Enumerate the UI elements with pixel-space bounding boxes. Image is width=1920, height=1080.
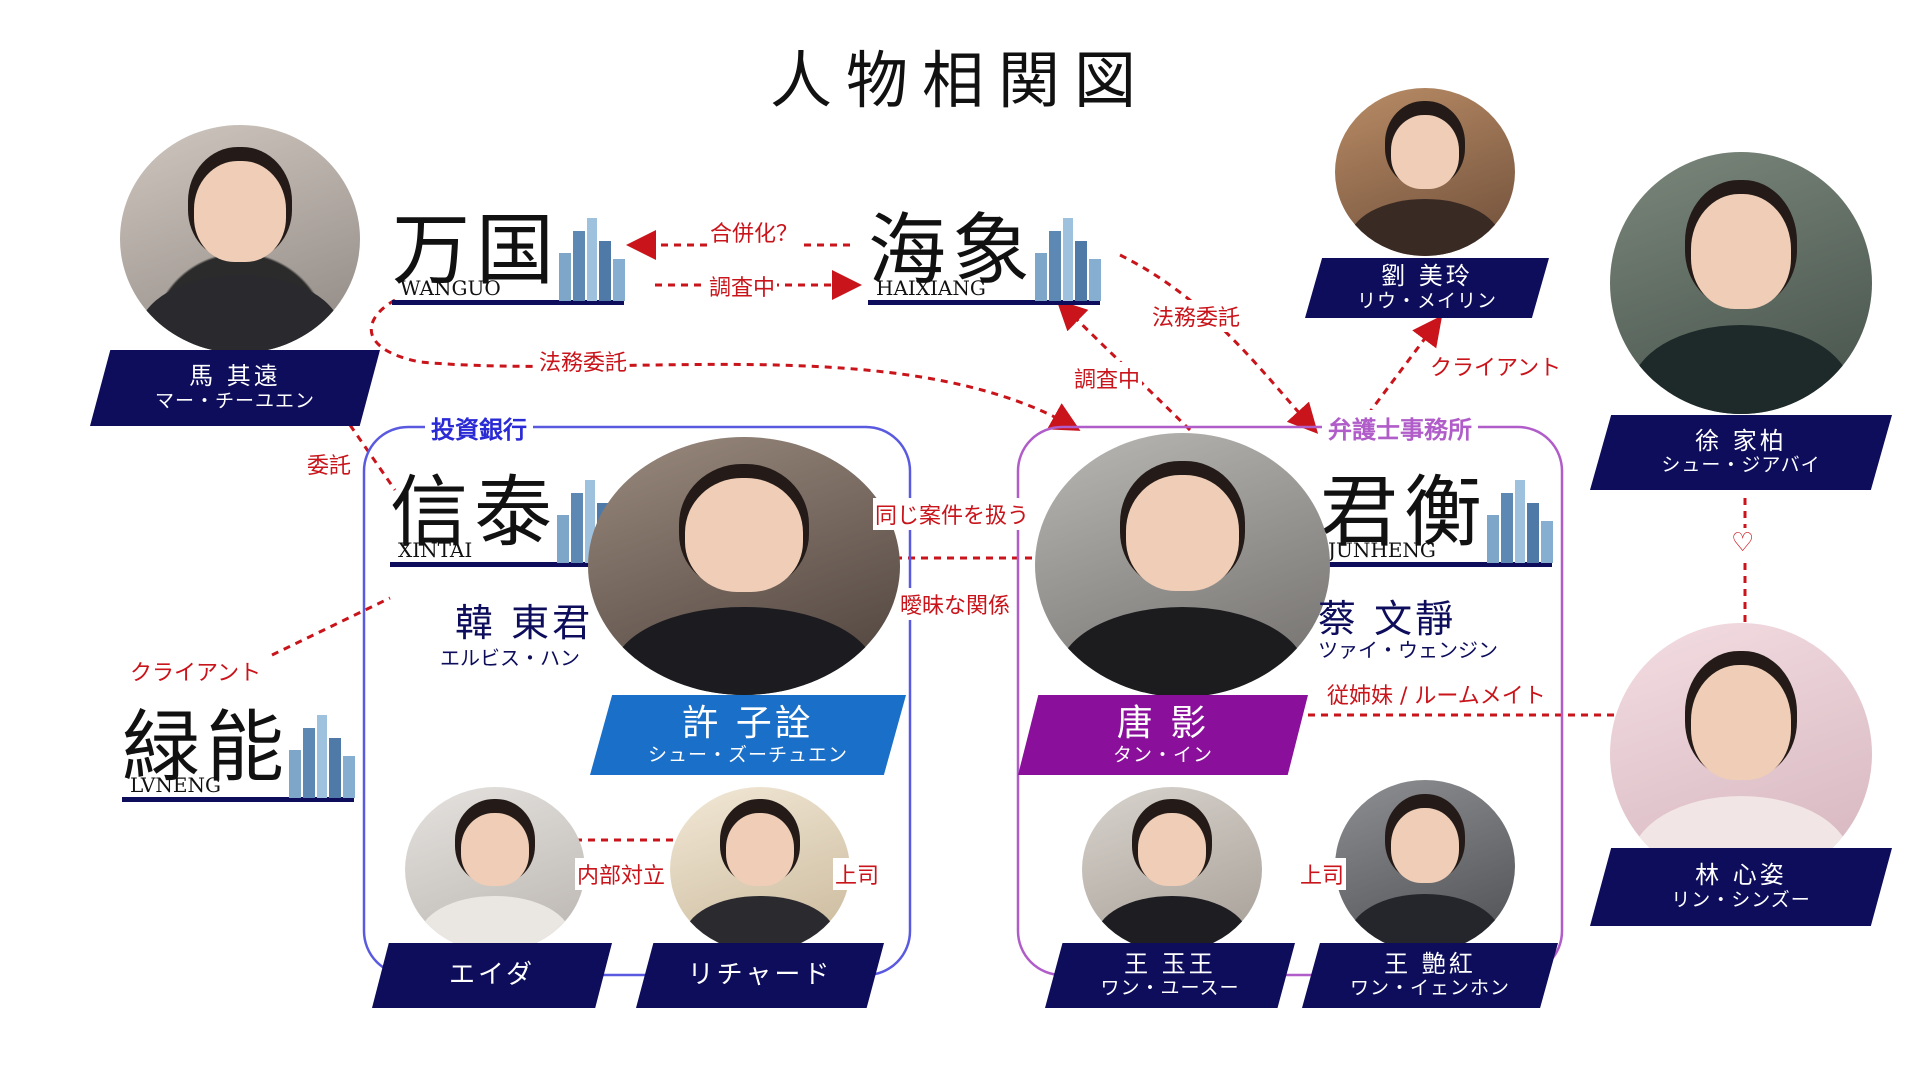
company-xintai-name: 信泰: [390, 468, 559, 558]
name-wang-yuwang: 王 玉王: [1124, 949, 1216, 978]
tag-xu-ziquan: 許 子詮 シュー・ズーチュエン: [590, 695, 906, 775]
name-xu-ziquan: 許 子詮: [682, 703, 814, 745]
reading-cai-wenjing: ツァイ・ウェンジン: [1318, 638, 1498, 662]
reading-ma-qiyuan: マー・チーユエン: [154, 389, 315, 412]
portrait-liu-meiling: [1335, 88, 1515, 256]
company-wanguo-name: 万国: [392, 206, 561, 296]
relation-boss-2: 上司: [1298, 858, 1347, 890]
relation-same-case: 同じ案件を扱う: [873, 498, 1032, 530]
city-skyline-icon: [289, 715, 355, 798]
portrait-xu-jiabai: [1610, 152, 1872, 414]
name-ma-qiyuan: 馬 其遠: [189, 362, 281, 391]
tag-lin-xinzi: 林 心姿 リン・シンズー: [1590, 848, 1892, 926]
name-xu-jiabai: 徐 家柏: [1695, 426, 1787, 455]
tag-wang-yanhong: 王 艶紅 ワン・イェンホン: [1302, 943, 1558, 1008]
heart-icon: ♡: [1731, 528, 1755, 558]
tag-richard: リチャード: [636, 943, 884, 1008]
relation-internal-conflict: 内部対立: [575, 858, 668, 890]
legal-arrow-wanguo: [369, 298, 1081, 431]
investigating-arrow-2: [1056, 299, 1192, 432]
name-tang-ying: 唐 影: [1116, 703, 1210, 745]
portrait-aida: [405, 787, 585, 952]
company-lvneng-name: 緑能: [122, 703, 291, 793]
name-richard: リチャード: [687, 959, 833, 990]
relation-investigating-1: 調査中: [707, 270, 778, 302]
relation-legal-2: 法務委託: [1150, 300, 1243, 332]
relation-investigating-2: 調査中: [1072, 362, 1143, 394]
company-haixiang-roman: HAIXIANG: [876, 276, 986, 300]
city-skyline-icon: [1487, 480, 1553, 563]
reading-han-dongjun: エルビス・ハン: [440, 646, 580, 670]
tag-wang-yuwang: 王 玉王 ワン・ユースー: [1045, 943, 1295, 1008]
relation-client-1: クライアント: [1428, 350, 1564, 382]
page-title: 人物相関図: [769, 44, 1150, 117]
legal-arrow-haixiang: [1119, 253, 1319, 434]
reading-lin-xinzi: リン・シンズー: [1671, 888, 1811, 911]
portrait-xu-ziquan: [588, 437, 900, 695]
client-line-lvneng: [271, 596, 391, 657]
client-arrow-liu: [1358, 315, 1443, 426]
portrait-lin-xinzi: [1610, 623, 1872, 885]
name-han-dongjun: 韓 東君: [455, 601, 594, 645]
reading-xu-ziquan: シュー・ズーチュエン: [647, 743, 848, 766]
portrait-wang-yuwang: [1082, 787, 1262, 952]
portrait-wang-yanhong: [1335, 780, 1515, 952]
reading-tang-ying: タン・イン: [1112, 743, 1213, 766]
company-haixiang-name: 海象: [868, 206, 1037, 296]
commission-line: [348, 424, 397, 491]
name-lin-xinzi: 林 心姿: [1695, 861, 1787, 890]
relation-boss-1: 上司: [833, 858, 882, 890]
reading-wang-yuwang: ワン・ユースー: [1100, 977, 1240, 1000]
tag-liu-meiling: 劉 美玲 リウ・メイリン: [1305, 258, 1549, 318]
name-cai-wenjing: 蔡 文靜: [1318, 597, 1457, 641]
tag-ma-qiyuan: 馬 其遠 マー・チーユエン: [90, 350, 380, 426]
relation-ambiguous: 曖昧な関係: [898, 588, 1013, 620]
tag-aida: エイダ: [372, 943, 612, 1008]
company-wanguo-roman: WANGUO: [400, 276, 501, 300]
relation-client-2: クライアント: [128, 655, 264, 687]
city-skyline-icon: [559, 218, 625, 301]
law-firm-frame: [1016, 425, 1564, 977]
investment-bank-label: 投資銀行: [425, 410, 533, 445]
company-junheng-name: 君衡: [1320, 468, 1489, 558]
relation-legal-1: 法務委託: [537, 345, 630, 377]
investment-bank-frame: [362, 425, 912, 977]
company-junheng: 君衡 JUNHENG: [1320, 450, 1560, 570]
relation-cousin-roommate: 従姉妹 / ルームメイト: [1325, 678, 1548, 710]
company-haixiang: 海象 HAIXIANG: [868, 188, 1108, 308]
company-lvneng: 緑能 LVNENG: [122, 685, 362, 805]
reading-wang-yanhong: ワン・イェンホン: [1349, 977, 1510, 1000]
company-xintai-roman: XINTAI: [398, 538, 473, 562]
relation-merger: 合併化？: [708, 216, 801, 248]
tag-xu-jiabai: 徐 家柏 シュー・ジアバイ: [1590, 415, 1892, 490]
portrait-ma-qiyuan: [120, 125, 360, 353]
tag-tang-ying: 唐 影 タン・イン: [1018, 695, 1308, 775]
company-junheng-roman: JUNHENG: [1328, 538, 1436, 562]
portrait-richard: [670, 787, 850, 952]
reading-xu-jiabai: シュー・ジアバイ: [1661, 454, 1821, 477]
name-liu-meiling: 劉 美玲: [1381, 262, 1473, 291]
portrait-tang-ying: [1035, 433, 1330, 697]
name-wang-yanhong: 王 艶紅: [1384, 949, 1476, 978]
company-wanguo: 万国 WANGUO: [392, 188, 632, 308]
reading-liu-meiling: リウ・メイリン: [1356, 289, 1497, 312]
city-skyline-icon: [1035, 218, 1101, 301]
law-firm-label: 弁護士事務所: [1322, 410, 1478, 445]
relation-commission: 委託: [305, 448, 354, 480]
company-lvneng-roman: LVNENG: [130, 773, 221, 797]
name-aida: エイダ: [449, 959, 535, 990]
